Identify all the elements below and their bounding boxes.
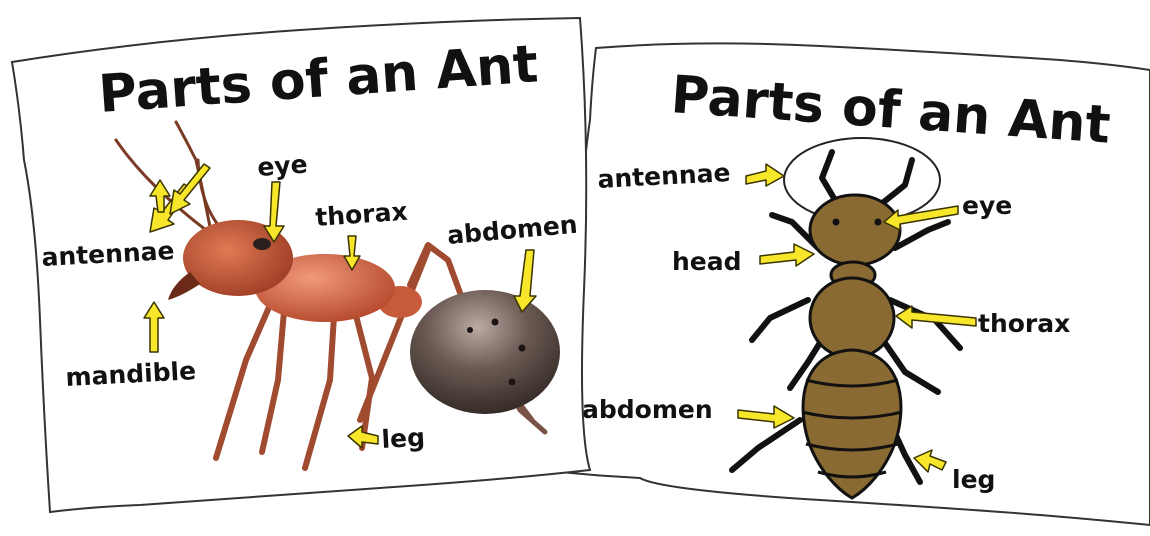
right-label-head: head <box>672 247 742 276</box>
ant-drawing-eye-right <box>875 219 882 226</box>
ant-drawing-eye-left <box>833 219 840 226</box>
right-label-abdomen: abdomen <box>582 395 713 424</box>
right-label-leg: leg <box>952 465 995 494</box>
ant-drawing-thorax <box>810 278 894 358</box>
right-label-eye: eye <box>962 191 1012 220</box>
ant-photo-abdomen <box>410 290 560 414</box>
right-poster: Parts of an Ant <box>560 43 1150 525</box>
ant-drawing-head <box>810 195 900 265</box>
right-label-thorax: thorax <box>978 309 1070 338</box>
left-label-eye: eye <box>256 150 308 182</box>
left-label-leg: leg <box>381 423 426 454</box>
ant-photo-eye <box>253 238 271 250</box>
left-poster: Parts of an Ant <box>12 18 590 512</box>
